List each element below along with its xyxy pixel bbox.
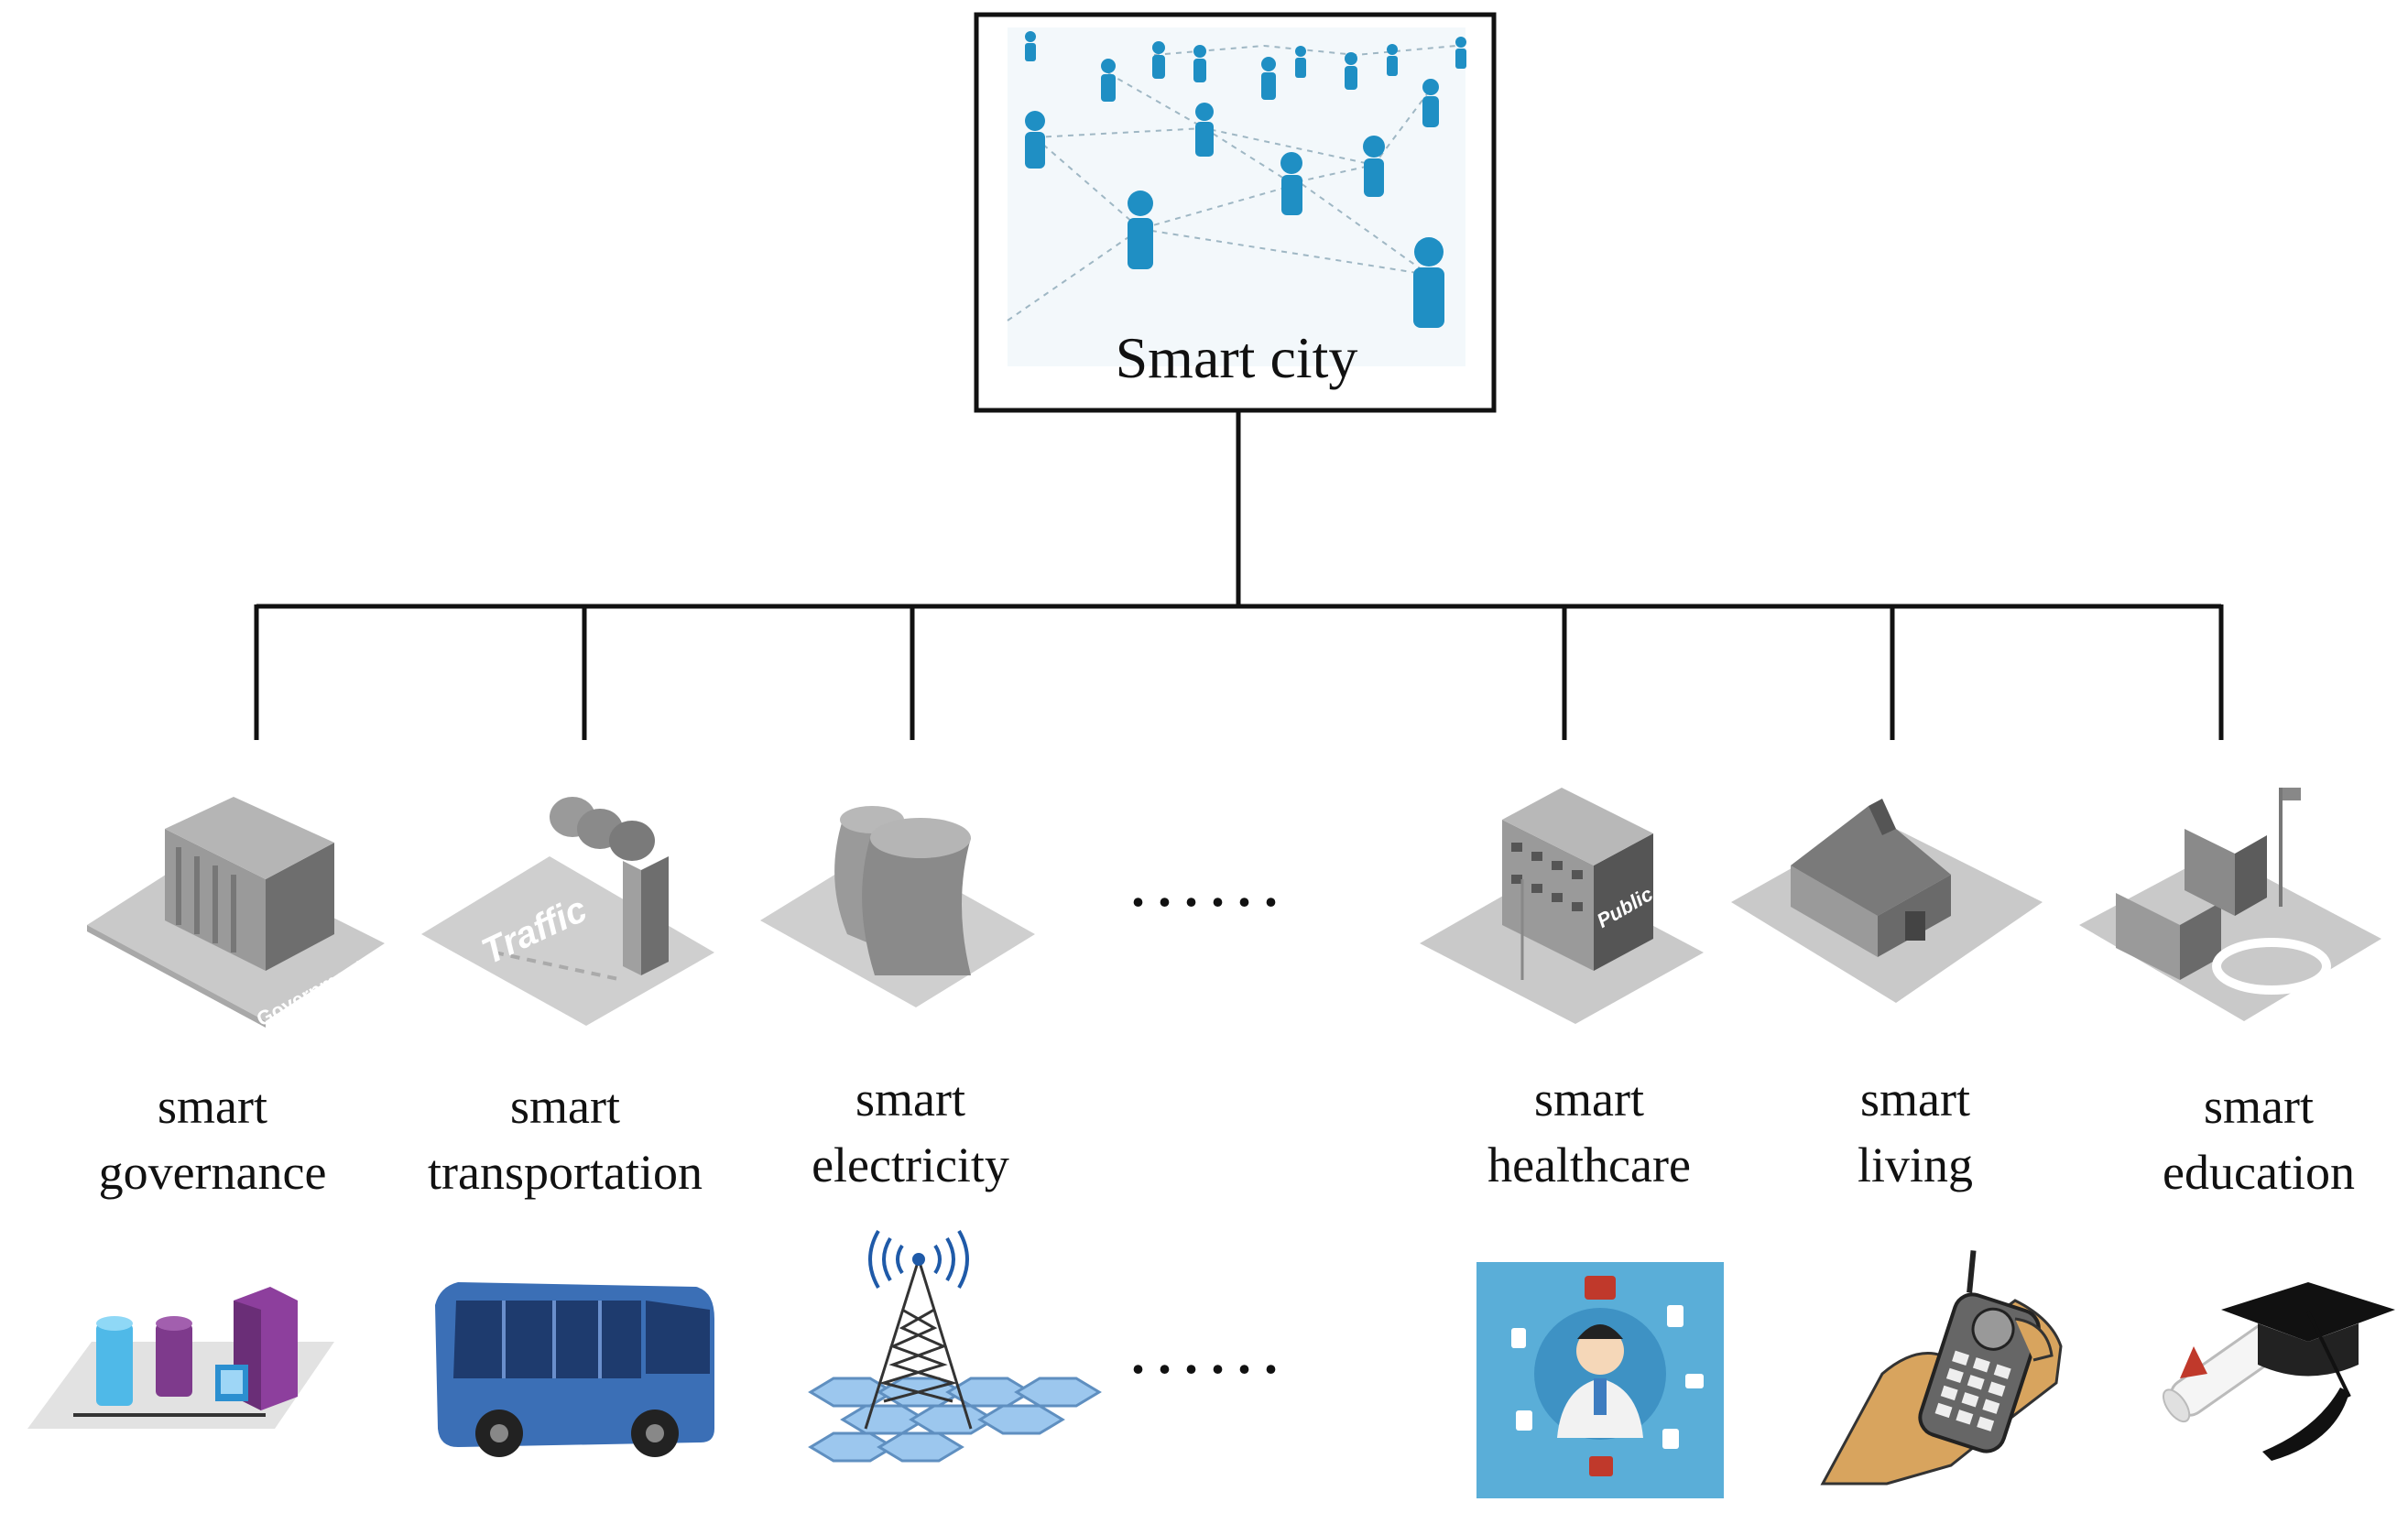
branch-label-line2: healthcare xyxy=(1487,1137,1691,1192)
traffic-building-icon: Traffic xyxy=(421,797,714,1026)
branch-label-line1: smart xyxy=(1534,1072,1644,1127)
government-building-icon: Government xyxy=(87,797,385,1031)
ellipsis-bottom: ...... xyxy=(1131,1324,1291,1385)
branch-label-line2: transportation xyxy=(428,1145,703,1200)
root-node: Smart city xyxy=(974,12,1497,413)
branch-label-transportation: smart transportation xyxy=(400,1073,730,1205)
branch-label-line2: governance xyxy=(98,1145,327,1200)
power-plant-icon: Electricity xyxy=(760,806,1035,1008)
branch-label-line2: living xyxy=(1857,1137,1973,1192)
branch-label-line2: electricity xyxy=(812,1137,1009,1192)
doctor-icon xyxy=(1476,1262,1724,1498)
branch-label-line1: smart xyxy=(2204,1079,2314,1134)
school-building-icon: Education xyxy=(2079,788,2381,1044)
graduation-cap-icon xyxy=(2163,1282,2395,1461)
branch-label-line2: education xyxy=(2163,1145,2355,1200)
mobile-phone-icon xyxy=(1820,1250,2063,1486)
root-label: Smart city xyxy=(1116,325,1358,390)
branch-label-education: smart education xyxy=(2094,1073,2408,1205)
branch-label-governance: smart governance xyxy=(48,1073,377,1205)
database-server-icon xyxy=(27,1287,334,1429)
branch-label-line1: smart xyxy=(855,1072,965,1127)
branch-label-line1: smart xyxy=(158,1079,267,1134)
connector-lines xyxy=(254,410,2224,740)
people-network-icon xyxy=(1007,27,1466,366)
house-icon xyxy=(1731,799,2043,1003)
signal-tower-icon xyxy=(808,1229,1102,1463)
bus-icon xyxy=(435,1282,714,1457)
branch-label-healthcare: smart healthcare xyxy=(1424,1066,1754,1198)
ellipsis-top: ...... xyxy=(1131,857,1291,918)
branch-label-electricity: smart electricity xyxy=(746,1066,1075,1198)
branch-label-line1: smart xyxy=(510,1079,620,1134)
branch-label-line1: smart xyxy=(1860,1072,1970,1127)
public-hospital-icon: Public xyxy=(1420,788,1704,1024)
branch-label-living: smart living xyxy=(1750,1066,2080,1198)
